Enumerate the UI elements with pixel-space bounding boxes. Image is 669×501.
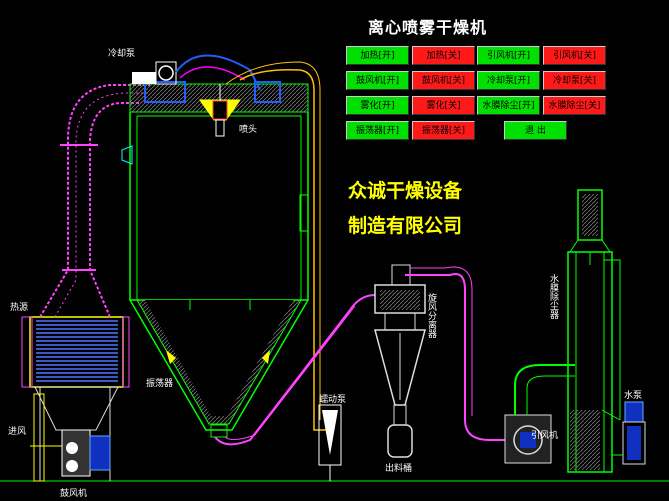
air-inlet-label: 进风 <box>8 427 27 437</box>
exit-button[interactable]: 退 出 <box>504 121 567 140</box>
tower-fittings <box>121 145 309 364</box>
water-pump-label: 水泵 <box>624 391 643 401</box>
blower-label: 鼓风机 <box>60 489 88 499</box>
product-pipe <box>214 294 376 446</box>
induced-fan-label: 引风机 <box>531 431 559 441</box>
heat-on-button[interactable]: 加热[开] <box>346 46 409 65</box>
feed-pipe <box>225 61 326 431</box>
cyclone-separator <box>374 264 505 458</box>
cooling-pump-label: 冷却泵 <box>108 49 136 59</box>
discharge-label: 出料桶 <box>385 464 413 474</box>
atomize-off-button[interactable]: 雾化[关] <box>412 96 475 115</box>
peristaltic-pump-unit <box>318 404 342 481</box>
atomize-on-button[interactable]: 雾化[开] <box>346 96 409 115</box>
peristaltic-pump-label: 蠕动泵 <box>319 395 347 405</box>
vibrator-on-button[interactable]: 振荡器[开] <box>346 121 409 140</box>
blower-unit <box>30 429 111 477</box>
cooling-pump-off-button[interactable]: 冷却泵[关] <box>543 71 606 90</box>
nozzle-label: 喷头 <box>239 125 258 135</box>
water-dust-collector <box>567 189 621 473</box>
blower-off-button[interactable]: 鼓风机[关] <box>412 71 475 90</box>
water-pump-unit <box>612 401 646 465</box>
water-dust-off-button[interactable]: 水膜除尘[关] <box>543 96 606 115</box>
drying-tower <box>128 81 310 438</box>
water-dust-collector-label: 水膜除尘器 <box>548 274 558 319</box>
induced-fan-off-button[interactable]: 引风机[关] <box>543 46 606 65</box>
cooling-pump-on-button[interactable]: 冷却泵[开] <box>477 71 540 90</box>
blower-on-button[interactable]: 鼓风机[开] <box>346 71 409 90</box>
heat-off-button[interactable]: 加热[关] <box>412 46 475 65</box>
cyclone-label: 旋风分离器 <box>426 293 436 338</box>
company-name-line2: 制造有限公司 <box>348 215 463 237</box>
induced-fan-unit <box>504 364 575 464</box>
hot-air-duct <box>39 84 150 318</box>
page-title: 离心喷雾干燥机 <box>368 18 488 37</box>
induced-fan-on-button[interactable]: 引风机[开] <box>477 46 540 65</box>
vibrator-label: 振荡器 <box>146 379 174 389</box>
heat-source <box>21 316 130 482</box>
heat-source-label: 热源 <box>10 303 29 313</box>
company-name-line1: 众诚干燥设备 <box>348 180 463 202</box>
nozzle-assembly <box>199 84 241 137</box>
vibrator-off-button[interactable]: 振荡器[关] <box>412 121 475 140</box>
water-dust-on-button[interactable]: 水膜除尘[开] <box>477 96 540 115</box>
